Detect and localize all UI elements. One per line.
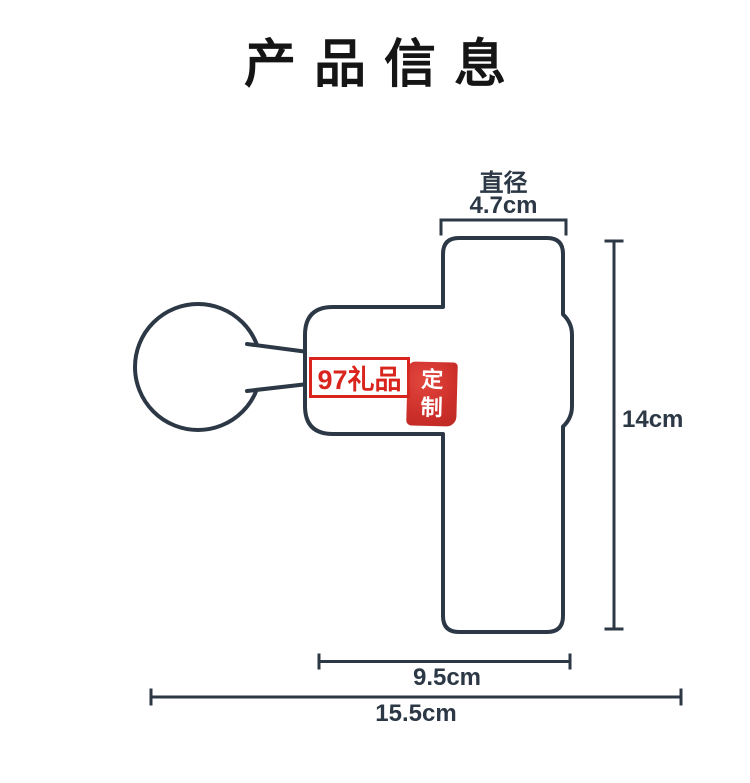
watermark-brand-text: 97礼品 xyxy=(317,365,402,395)
total-length-value-label: 15.5cm xyxy=(375,700,457,727)
neck-line-top xyxy=(245,342,310,354)
gun-body-outline xyxy=(303,236,575,634)
massage-head-outline xyxy=(133,302,263,432)
body-length-value-label: 9.5cm xyxy=(412,664,482,691)
diameter-value-label: 4.7cm xyxy=(469,192,538,219)
watermark-seal-text: 定制 xyxy=(420,366,444,421)
height-dimension-line xyxy=(604,239,624,631)
page-title: 产品信息 xyxy=(243,36,524,94)
watermark-seal: 定制 xyxy=(406,361,458,427)
body-length-dimension-line xyxy=(317,653,572,670)
total-length-dimension-line xyxy=(149,688,683,706)
neck-line-bottom xyxy=(245,382,310,393)
diameter-caption-label: 直径 xyxy=(479,170,528,197)
height-value-label: 14cm xyxy=(622,406,684,433)
watermark-brand-box: 97礼品 xyxy=(309,357,410,398)
neck-mask xyxy=(246,344,309,391)
diameter-dimension-line xyxy=(439,218,568,236)
